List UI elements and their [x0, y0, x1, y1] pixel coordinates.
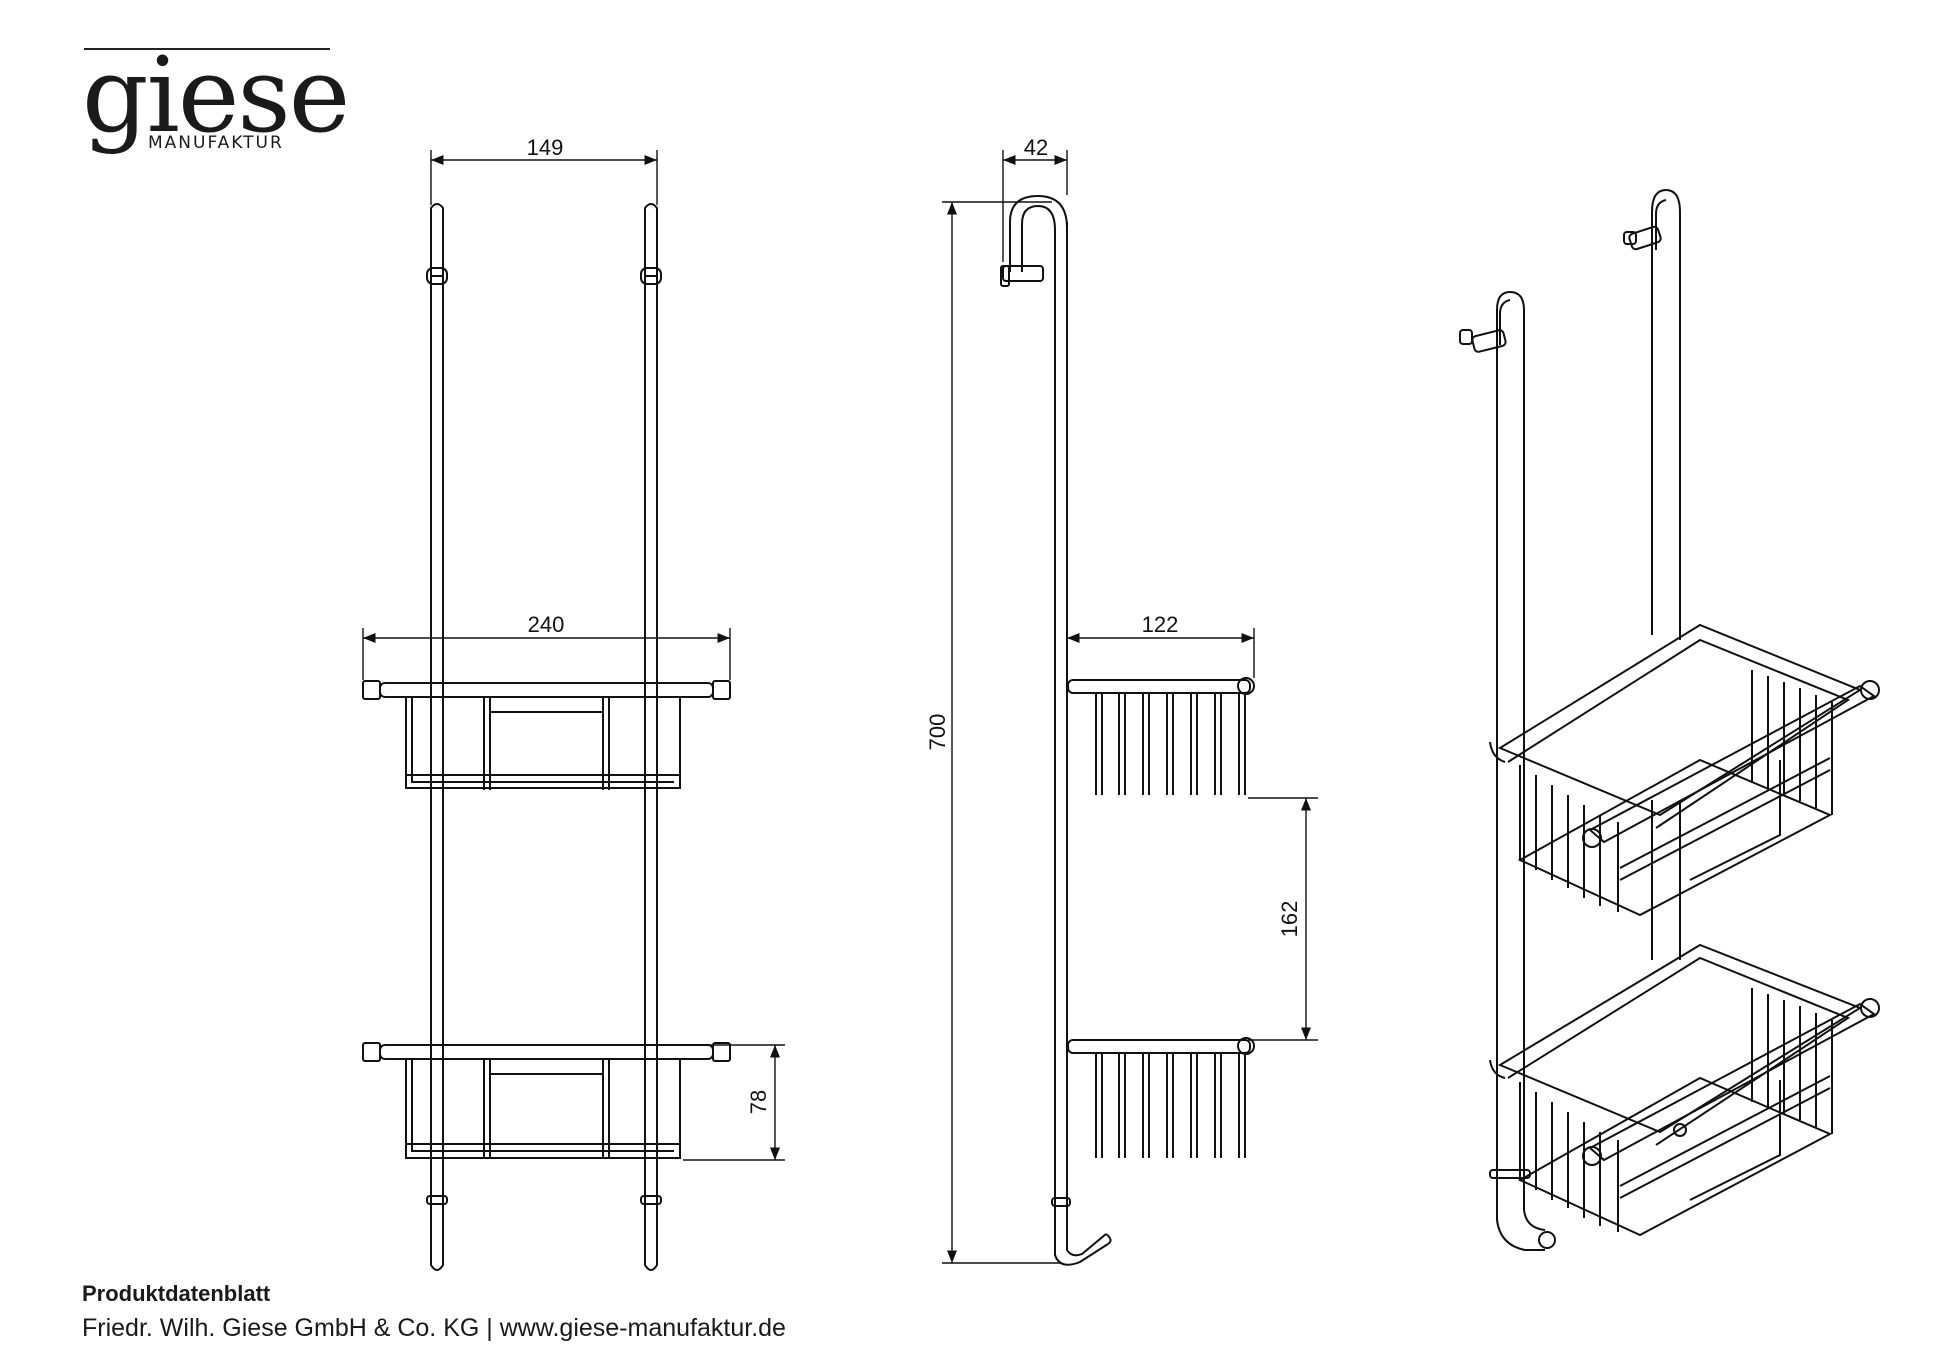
footer-title: Produktdatenblatt [82, 1281, 271, 1306]
perspective-rails [1459, 188, 1681, 1251]
front-uprights [426, 203, 662, 1271]
brand-logo: giese MANUFAKTUR [82, 40, 350, 158]
perspective-lower-basket [1489, 943, 1880, 1237]
dim-basket-height: 78 [746, 1090, 771, 1114]
dim-total-height: 700 [925, 714, 950, 751]
footer-company-line: Friedr. Wilh. Giese GmbH & Co. KG | www.… [82, 1314, 786, 1342]
front-dimensions [362, 150, 785, 1161]
logo-wordmark: giese [82, 34, 350, 156]
perspective-view [1459, 188, 1880, 1251]
perspective-upper-basket [1489, 623, 1880, 917]
front-view [362, 203, 731, 1271]
dim-basket-width: 240 [528, 612, 565, 637]
side-upper-basket [1067, 677, 1255, 795]
front-lower-basket [362, 1042, 731, 1159]
dim-basket-depth: 122 [1142, 612, 1179, 637]
logo-rule [84, 48, 330, 50]
side-lower-basket [1067, 1037, 1255, 1158]
side-view [1000, 194, 1255, 1266]
dim-basket-spacing: 162 [1277, 901, 1302, 938]
logo-subtitle: MANUFAKTUR [148, 133, 284, 153]
side-rail [1000, 194, 1112, 1266]
dim-hook-depth: 42 [1024, 135, 1048, 160]
front-upper-basket [362, 680, 731, 790]
dim-upright-spacing: 149 [527, 135, 564, 160]
side-dimensions [942, 150, 1318, 1264]
